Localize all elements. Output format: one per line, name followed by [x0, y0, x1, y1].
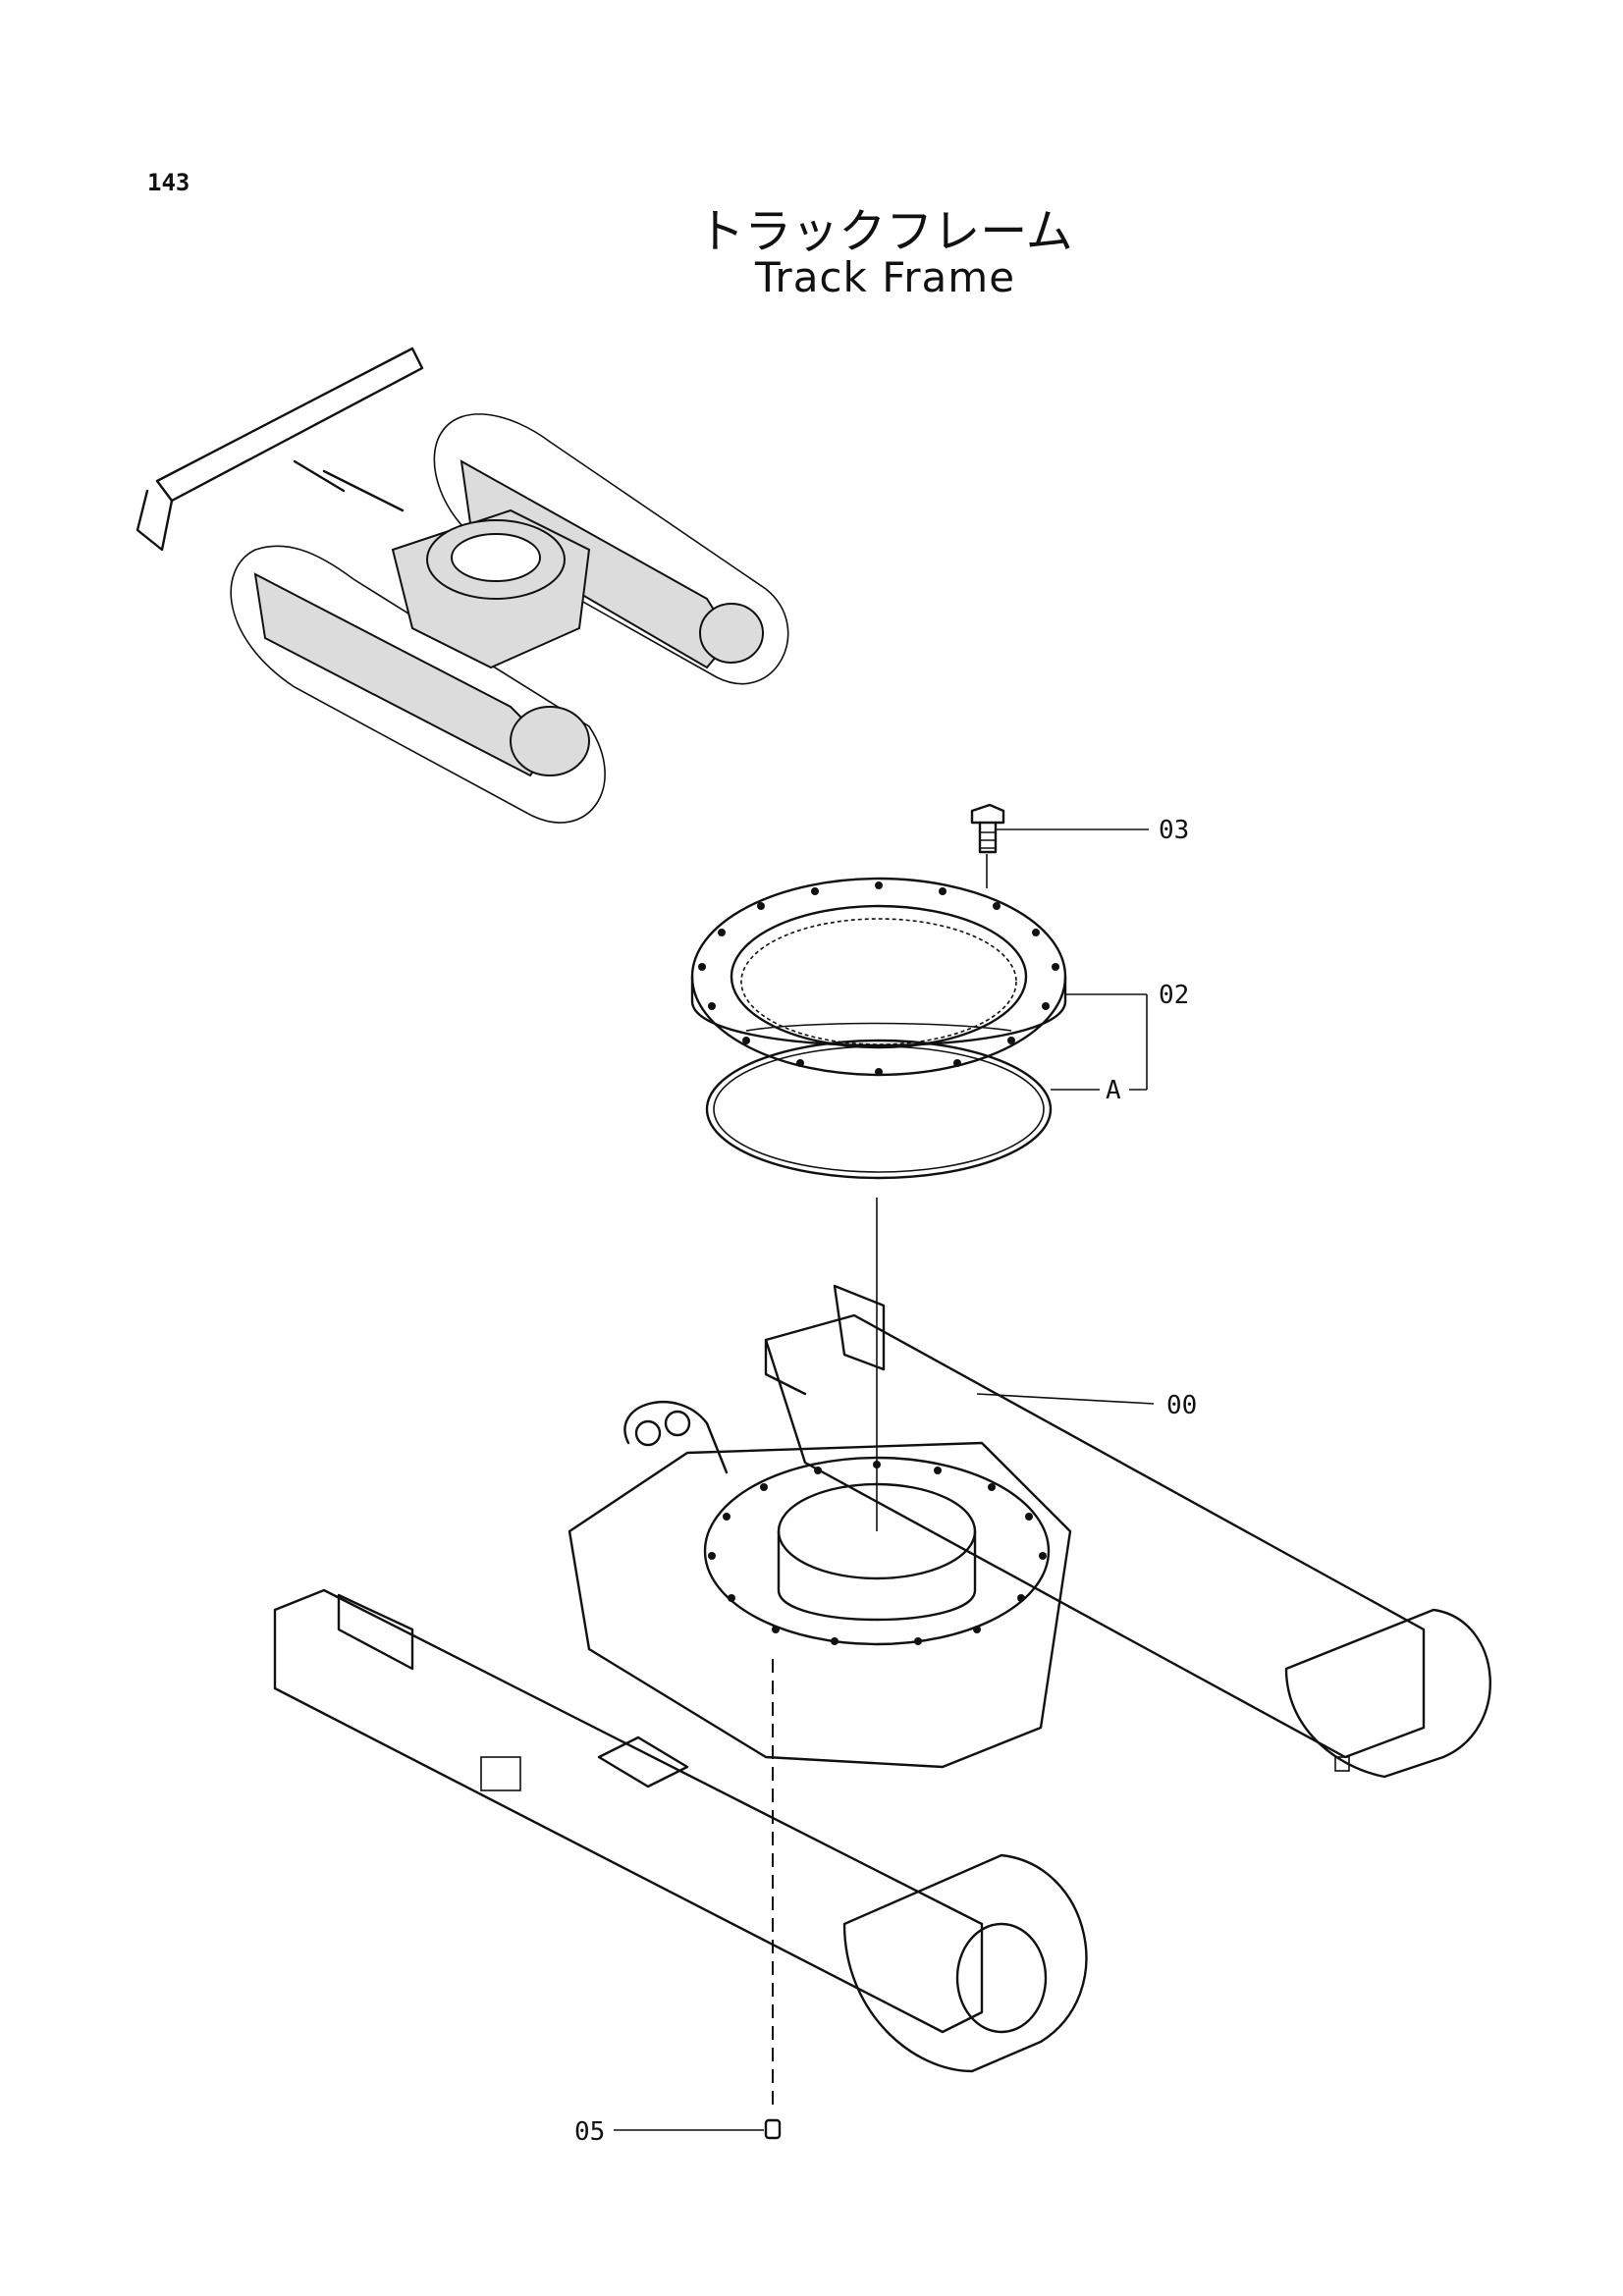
left-idler [510, 706, 590, 776]
right-idler-housing [1284, 1608, 1491, 1779]
left-frame-window [597, 1735, 689, 1789]
bearing-top-inner [730, 904, 1028, 1049]
front-lug [623, 1401, 729, 1474]
bolt-03 [970, 803, 1005, 854]
callout-03: 03 [1159, 816, 1189, 845]
bolt-thread [980, 831, 996, 849]
right-track-outline [433, 413, 789, 685]
bearing-bolt-holes [698, 881, 1059, 1076]
page-title-english: Track Frame [754, 253, 1016, 301]
callout-00: 00 [1166, 1391, 1197, 1420]
swing-bearing-02 [690, 877, 1067, 1077]
front-lug-pin-2 [664, 1410, 691, 1437]
bolt-head [970, 803, 1005, 825]
right-idler-plug [1334, 1756, 1350, 1772]
left-frame-cutout [480, 1756, 521, 1791]
bearing-side [690, 975, 1067, 1047]
machine-overview-thumbnail [135, 347, 789, 824]
bearing-gear-teeth [740, 918, 1017, 1045]
blade-arm [293, 459, 405, 512]
right-idler [699, 603, 764, 664]
dozer-blade [155, 347, 424, 503]
left-side-frame-beam [273, 1588, 984, 2034]
right-frame-bracket [833, 1284, 886, 1371]
center-ring-wall [777, 1529, 977, 1622]
bearing-inner-lip [745, 1022, 1012, 1032]
track-frame-00 [273, 1284, 1491, 2110]
front-lug-pin [634, 1419, 662, 1447]
callout-02: 02 [1159, 981, 1189, 1010]
left-idler-housing [842, 1853, 1088, 2073]
right-side-frame-beam [764, 1313, 1426, 1759]
right-frame-end [764, 1338, 807, 1396]
callout-05: 05 [574, 2117, 605, 2147]
left-idler-opening [955, 1922, 1048, 2034]
seal-ring-a [705, 1039, 1053, 1180]
center-mounting-flange [703, 1456, 1051, 1646]
center-body-housing [568, 1441, 1072, 1769]
seal-ring-a-inner [713, 1045, 1045, 1173]
leader-lines [614, 828, 1155, 2131]
page-title-japanese: トラックフレーム [697, 204, 1073, 259]
dozer-blade-edge [135, 489, 174, 552]
center-ring-inner [451, 533, 541, 582]
left-frame-bracket [337, 1593, 414, 1671]
grease-fitting-05 [764, 2118, 782, 2140]
page-number: 143 [147, 169, 190, 196]
grease-fitting-body [764, 2118, 782, 2140]
bolt-shank [978, 821, 998, 854]
leader-00 [976, 1393, 1155, 1405]
center-flange-bolt-holes [708, 1461, 1047, 1645]
left-track-outline [230, 545, 606, 824]
callout-a: A [1106, 1076, 1121, 1105]
